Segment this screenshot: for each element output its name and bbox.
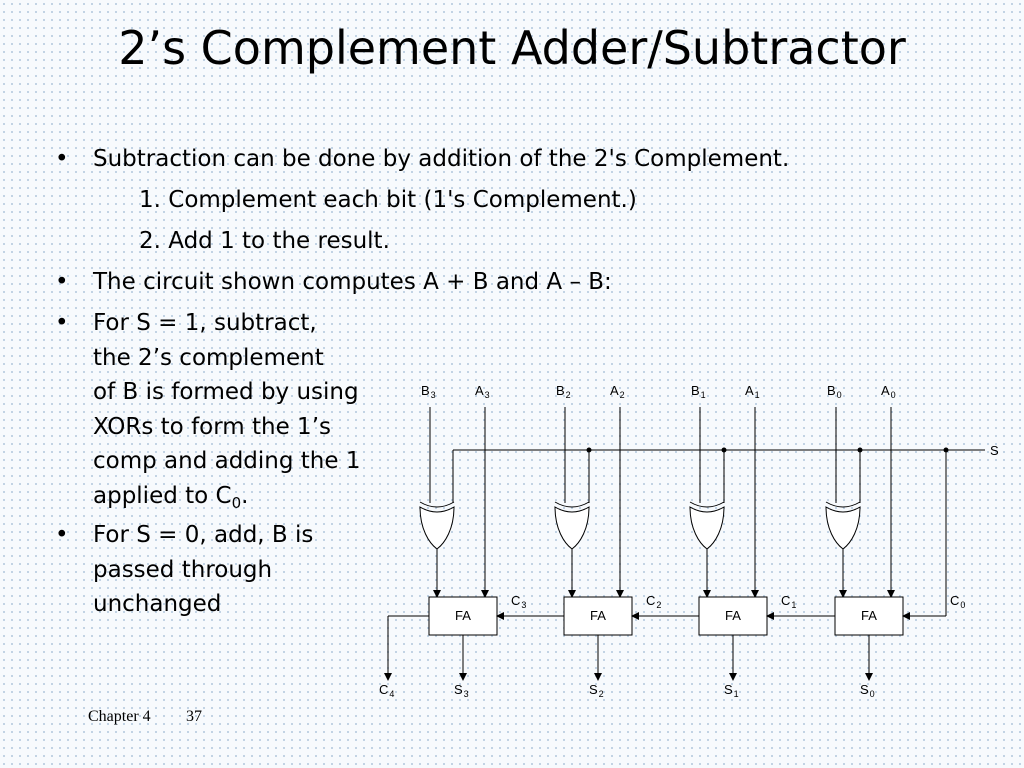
bullet-circuit: • The circuit shown computes A + B and A… xyxy=(55,265,955,299)
carry-label-c2: C2 xyxy=(646,593,661,610)
step-1: 1. Complement each bit (1's Complement.) xyxy=(139,187,637,213)
xor-gate xyxy=(554,506,590,550)
step-2: 2. Add 1 to the result. xyxy=(139,228,390,254)
xor-gate-input-curve xyxy=(554,501,590,508)
full-adder-label: FA xyxy=(455,608,471,623)
bullet-dot: • xyxy=(55,310,69,336)
xor-gate-input-curve xyxy=(825,501,861,508)
output-label-s0: S0 xyxy=(860,682,875,699)
output-label-c4: C4 xyxy=(379,682,394,699)
bullet-line: the 2’s complement xyxy=(93,344,324,371)
input-label-b3: B3 xyxy=(421,383,436,400)
input-label-b2: B2 xyxy=(556,383,571,400)
full-adder-label: FA xyxy=(590,608,606,623)
footer-chapter: Chapter 4 xyxy=(88,708,151,725)
bullet-subtract: • For S = 1, subtract, the 2’s complemen… xyxy=(55,306,415,516)
full-adder-box xyxy=(428,596,498,636)
full-adder-box xyxy=(698,596,768,636)
bullet-line: unchanged xyxy=(93,591,222,617)
full-adder-box xyxy=(563,596,633,636)
bullet-line: For S = 0, add, B is xyxy=(93,522,314,548)
xor-gate xyxy=(689,506,725,550)
input-label-a1: A1 xyxy=(745,383,760,400)
output-label-s3: S3 xyxy=(454,682,469,699)
output-label-s2: S2 xyxy=(589,682,604,699)
xor-gate-input-curve xyxy=(689,501,725,508)
bullet-dot: • xyxy=(55,269,69,295)
footer-page-number: 37 xyxy=(186,708,202,725)
full-adder-box xyxy=(834,596,904,636)
input-label-a2: A2 xyxy=(610,383,625,400)
junction-dot xyxy=(586,447,592,453)
carry-label-c1: C1 xyxy=(781,593,796,610)
carry-label-c3: C3 xyxy=(511,593,526,610)
full-adder-label: FA xyxy=(725,608,741,623)
xor-gate-input-curve xyxy=(419,501,455,508)
input-label-a3: A3 xyxy=(475,383,490,400)
control-label-s: S xyxy=(990,443,999,458)
full-adder-label: FA xyxy=(861,608,877,623)
junction-dot xyxy=(721,447,727,453)
bullet-dot: • xyxy=(55,146,69,172)
bullet-line: comp and adding the 1 xyxy=(93,448,361,474)
output-label-s1: S1 xyxy=(724,682,739,699)
input-label-a0: A0 xyxy=(881,383,896,400)
carry-label-c0: C0 xyxy=(950,593,965,610)
bullet-line: XORs to form the 1’s xyxy=(93,413,331,440)
bullet-line: passed through xyxy=(93,556,273,583)
slide-title: 2’s Complement Adder/Subtractor xyxy=(118,21,906,75)
xor-gate xyxy=(419,506,455,550)
junction-dot xyxy=(943,447,949,453)
bullet-text: The circuit shown computes A + B and A –… xyxy=(93,269,612,295)
bullet-line: For S = 1, subtract, xyxy=(93,310,317,336)
bullet-line: of B is formed by using xyxy=(93,379,359,405)
bullet-add: • For S = 0, add, B is passed through un… xyxy=(55,518,415,628)
junction-dot xyxy=(857,447,863,453)
bullet-line-last: applied to C0. xyxy=(93,482,249,512)
input-label-b0: B0 xyxy=(827,383,842,400)
bullet-text: Subtraction can be done by addition of t… xyxy=(93,146,790,172)
xor-gate xyxy=(825,506,861,550)
bullet-subtraction: • Subtraction can be done by addition of… xyxy=(55,142,955,176)
input-label-b1: B1 xyxy=(691,383,706,400)
bullet-dot: • xyxy=(55,522,69,548)
